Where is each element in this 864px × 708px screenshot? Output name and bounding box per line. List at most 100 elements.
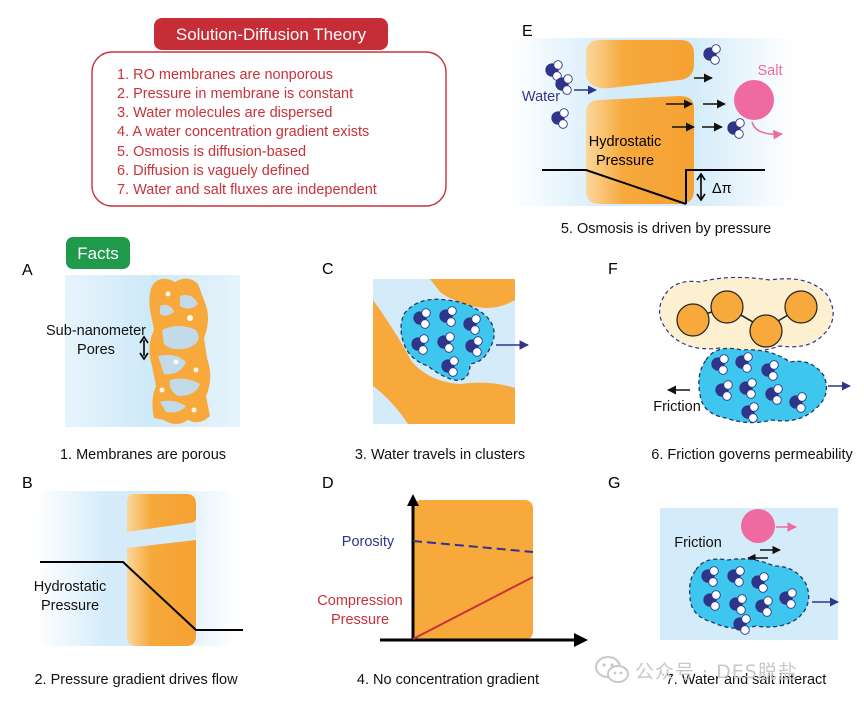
hydrogen-atom	[449, 356, 459, 366]
panel-b: B Hydrostatic Pressure 2. Pressure gradi…	[22, 475, 243, 688]
water-molecules-f	[711, 352, 807, 423]
salt-path-arrow	[751, 121, 783, 140]
hydrogen-atom	[787, 588, 797, 598]
hydrogen-atom	[796, 403, 806, 413]
hydrogen-atom	[473, 336, 483, 346]
hydrogen-atom	[472, 347, 482, 357]
hydrostatic-e-label-2: Pressure	[596, 153, 654, 169]
hydrogen-atom	[748, 413, 758, 423]
x-axis-arrow	[574, 633, 588, 647]
panel-d-letter: D	[322, 475, 334, 492]
hydrogen-atom	[769, 360, 779, 370]
facts-badge-bg	[66, 237, 130, 269]
membrane-top-segment	[586, 40, 694, 89]
hydrogen-atom	[719, 354, 729, 364]
panel-e: E Δπ Hydrostatic Pressure Water Salt 5. …	[510, 23, 794, 237]
theory-item-7: 7. Water and salt fluxes are independent	[117, 182, 377, 198]
hydrogen-atom	[797, 392, 807, 402]
water-molecules-c	[411, 306, 483, 377]
theory-box: Solution-Diffusion Theory 1. RO membrane…	[91, 18, 447, 207]
hydrogen-atom	[710, 601, 720, 611]
hydrogen-atom	[763, 596, 773, 606]
pores-label-2: Pores	[77, 342, 115, 358]
friction-label-f: Friction	[653, 399, 701, 415]
pore-size-arrow	[139, 335, 149, 361]
panel-c: C 3. Water travels in clusters	[322, 261, 529, 463]
panel-a-caption: 1. Membranes are porous	[60, 447, 226, 463]
hydrogen-atom	[562, 85, 572, 95]
hydrogen-atom	[734, 577, 744, 587]
panel-a: A Sub-nanometer Pores 1. Membranes are p…	[22, 262, 240, 463]
compression-label-2: Pressure	[331, 612, 389, 628]
panel-d: D Porosity Compression Pressure 4. No co…	[317, 475, 588, 688]
hydrogen-atom	[710, 55, 720, 65]
panel-b-letter: B	[22, 475, 33, 492]
hydrogen-atom	[735, 566, 745, 576]
hydrogen-atom	[758, 583, 768, 593]
water-label: Water	[522, 89, 560, 105]
pressure-drop-line	[542, 169, 687, 205]
hydrogen-atom	[741, 614, 751, 624]
theory-title: Solution-Diffusion Theory	[176, 25, 367, 44]
hydrogen-atom	[740, 625, 750, 635]
pressure-profile-line	[40, 561, 243, 631]
salt-ion	[734, 80, 774, 120]
hydrogen-atom	[445, 332, 455, 342]
membrane-gap	[127, 522, 196, 548]
panel-f: F Friction 6. Friction governs permeabil…	[608, 261, 853, 463]
hydrogen-atom	[762, 607, 772, 617]
friction-label-g: Friction	[674, 535, 722, 551]
theory-item-4: 4. A water concentration gradient exists	[117, 124, 369, 140]
hydrogen-atom	[709, 566, 719, 576]
hydrogen-atom	[742, 363, 752, 373]
facts-badge-label: Facts	[77, 244, 119, 263]
hydrogen-atom	[759, 572, 769, 582]
hydrogen-atom	[743, 352, 753, 362]
hydrogen-atom	[444, 343, 454, 353]
osmotic-delta-arrow	[696, 172, 706, 202]
panel-f-letter: F	[608, 261, 618, 278]
delta-pi-label: Δπ	[712, 181, 732, 197]
hydrogen-atom	[446, 317, 456, 327]
hydrogen-atom	[718, 365, 728, 375]
hydrogen-atom	[471, 314, 481, 324]
theory-title-badge	[154, 18, 388, 50]
panel-g-letter: G	[608, 475, 620, 492]
theory-box-border	[91, 51, 447, 207]
hydrogen-atom	[708, 577, 718, 587]
pores-label-1: Sub-nanometer	[46, 323, 146, 339]
hydrogen-atom	[711, 590, 721, 600]
panel-c-caption: 3. Water travels in clusters	[355, 447, 525, 463]
hydrogen-atom	[448, 367, 458, 377]
theory-item-1: 1. RO membranes are nonporous	[117, 67, 333, 83]
theory-item-5: 5. Osmosis is diffusion-based	[117, 144, 306, 160]
panel-a-letter: A	[22, 262, 33, 279]
hydrogen-atom	[736, 605, 746, 615]
hydrogen-atom	[553, 60, 563, 70]
hydrogen-atom	[711, 44, 721, 54]
watermark-text: 公众号 · DES脱盐	[635, 660, 798, 683]
hydrogen-atom	[723, 380, 733, 390]
panel-c-letter: C	[322, 261, 334, 278]
friction-arrows-g	[747, 545, 781, 563]
hydrogen-atom	[768, 371, 778, 381]
compression-line	[412, 576, 534, 640]
panel-g-caption: 7. Water and salt interact	[666, 672, 827, 688]
hydrogen-atom	[421, 308, 431, 318]
pore-wall-top	[430, 279, 515, 308]
hydrogen-atom	[419, 334, 429, 344]
porous-membrane	[149, 278, 211, 424]
membrane-dots	[159, 291, 199, 413]
theory-item-2: 2. Pressure in membrane is constant	[117, 86, 353, 102]
panel-g: G Friction 7. Water and salt interact	[608, 475, 839, 688]
hydrogen-atom	[563, 74, 573, 84]
compression-label-1: Compression	[317, 593, 402, 609]
theory-item-6: 6. Diffusion is vaguely defined	[117, 163, 309, 179]
panel-e-caption: 5. Osmosis is driven by pressure	[561, 221, 771, 237]
hydrogen-atom	[734, 129, 744, 139]
salt-label: Salt	[758, 63, 783, 79]
panel-e-letter: E	[522, 23, 533, 40]
hydrogen-atom	[773, 384, 783, 394]
hydrostatic-e-label-1: Hydrostatic	[589, 134, 662, 150]
